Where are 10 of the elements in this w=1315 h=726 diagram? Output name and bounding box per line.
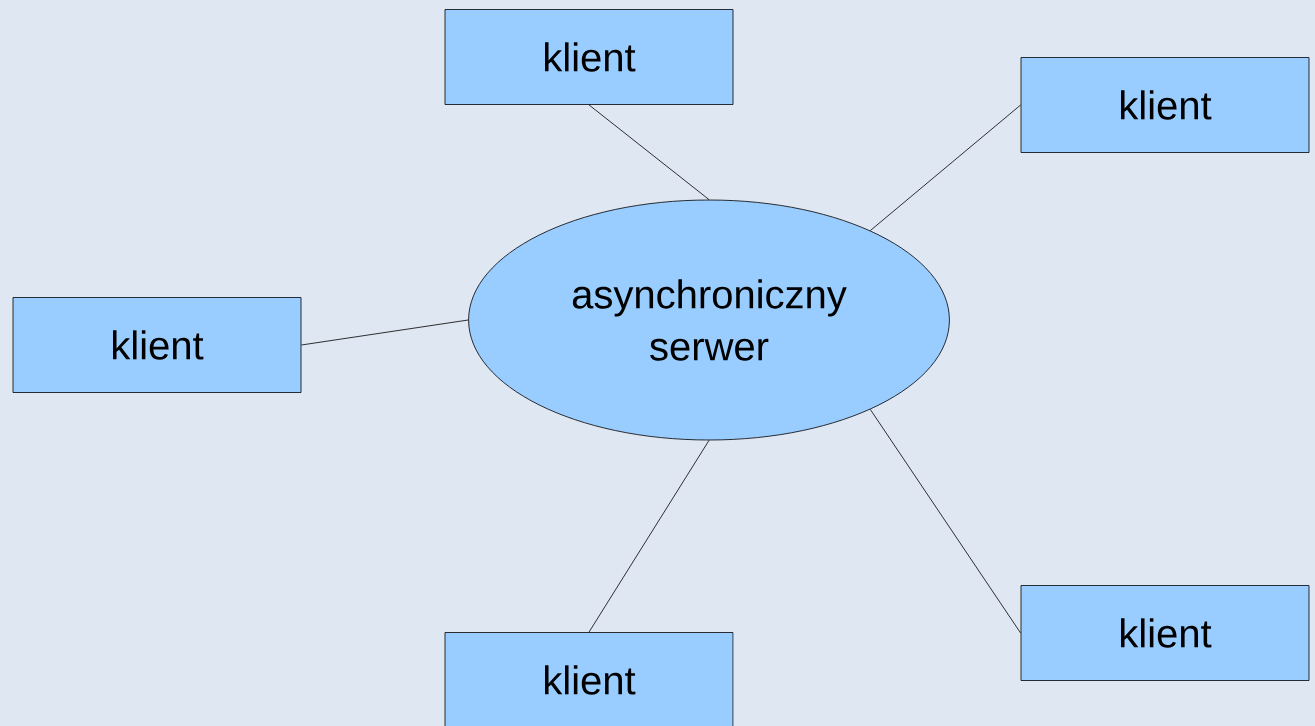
connector-line	[869, 409, 1021, 634]
connector-line	[869, 104, 1021, 231]
client-box: klient	[444, 632, 734, 726]
client-box: klient	[1020, 57, 1310, 153]
client-box: klient	[444, 9, 734, 105]
client-box: klient	[12, 297, 302, 393]
connector-line	[301, 319, 469, 346]
connector-line	[588, 104, 710, 200]
client-box: klient	[1020, 585, 1310, 681]
connector-line	[588, 440, 710, 633]
